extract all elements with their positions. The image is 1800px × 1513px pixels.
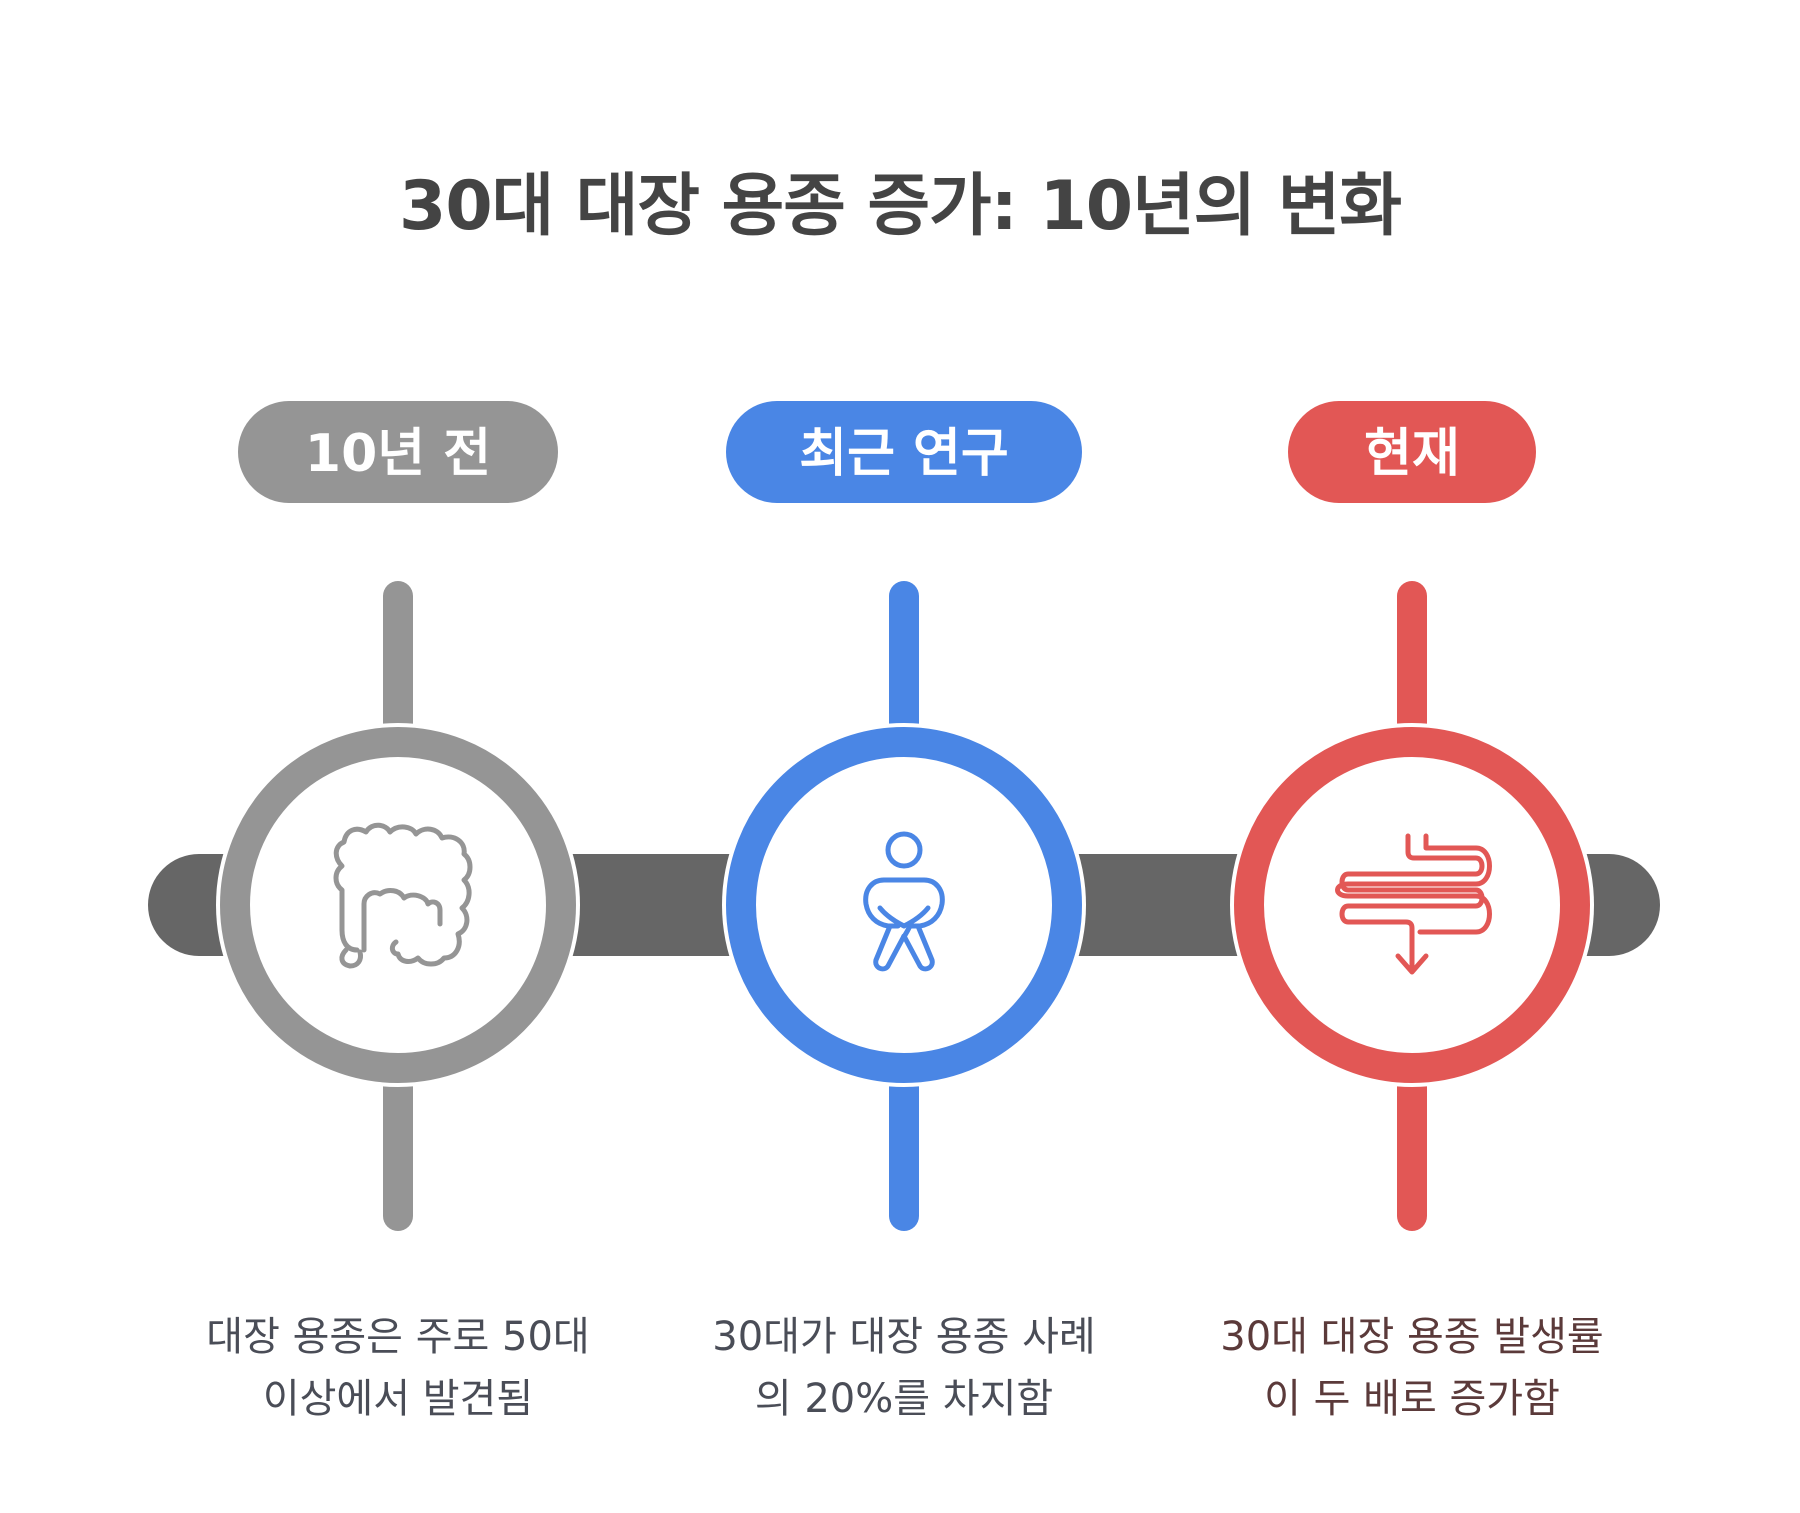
stage-3-pill (1288, 401, 1536, 503)
stage-2-ring (726, 727, 1082, 1083)
stage-2-pill (726, 401, 1082, 503)
stage-3-description-line-2: 이 두 배로 증가함 (1264, 1376, 1560, 1422)
colon-icon (333, 822, 473, 969)
stage-1: 10년 전 (216, 401, 580, 1231)
stage-1-description-line-1: 대장 용종은 주로 50대 (206, 1314, 590, 1360)
stage-3-description: 30대 대장 용종 발생률 이 두 배로 증가함 (1182, 1306, 1642, 1430)
stage-2-description: 30대가 대장 용종 사례 의 20%를 차지함 (674, 1306, 1134, 1430)
stage-3-label: 현재 (1364, 424, 1460, 484)
stage-2: 최근 연구 (722, 401, 1086, 1231)
stage-2-description-line-1: 30대가 대장 용종 사례 (712, 1314, 1096, 1360)
intestine-icon (1335, 833, 1492, 975)
stage-1-pill (238, 401, 558, 503)
stage-3-description-line-1: 30대 대장 용종 발생률 (1220, 1314, 1604, 1360)
stage-1-description-line-2: 이상에서 발견됨 (262, 1376, 534, 1422)
page-title: 30대 대장 용종 증가: 10년의 변화 (399, 167, 1402, 246)
stage-3: 현재 (1230, 401, 1594, 1231)
stage-2-label: 최근 연구 (799, 424, 1008, 484)
stage-2-description-line-2: 의 20%를 차지함 (754, 1376, 1054, 1422)
stage-1-ring (220, 727, 576, 1083)
person-icon (863, 831, 945, 972)
stage-1-description: 대장 용종은 주로 50대 이상에서 발견됨 (168, 1306, 628, 1430)
stage-1-label: 10년 전 (305, 424, 491, 484)
